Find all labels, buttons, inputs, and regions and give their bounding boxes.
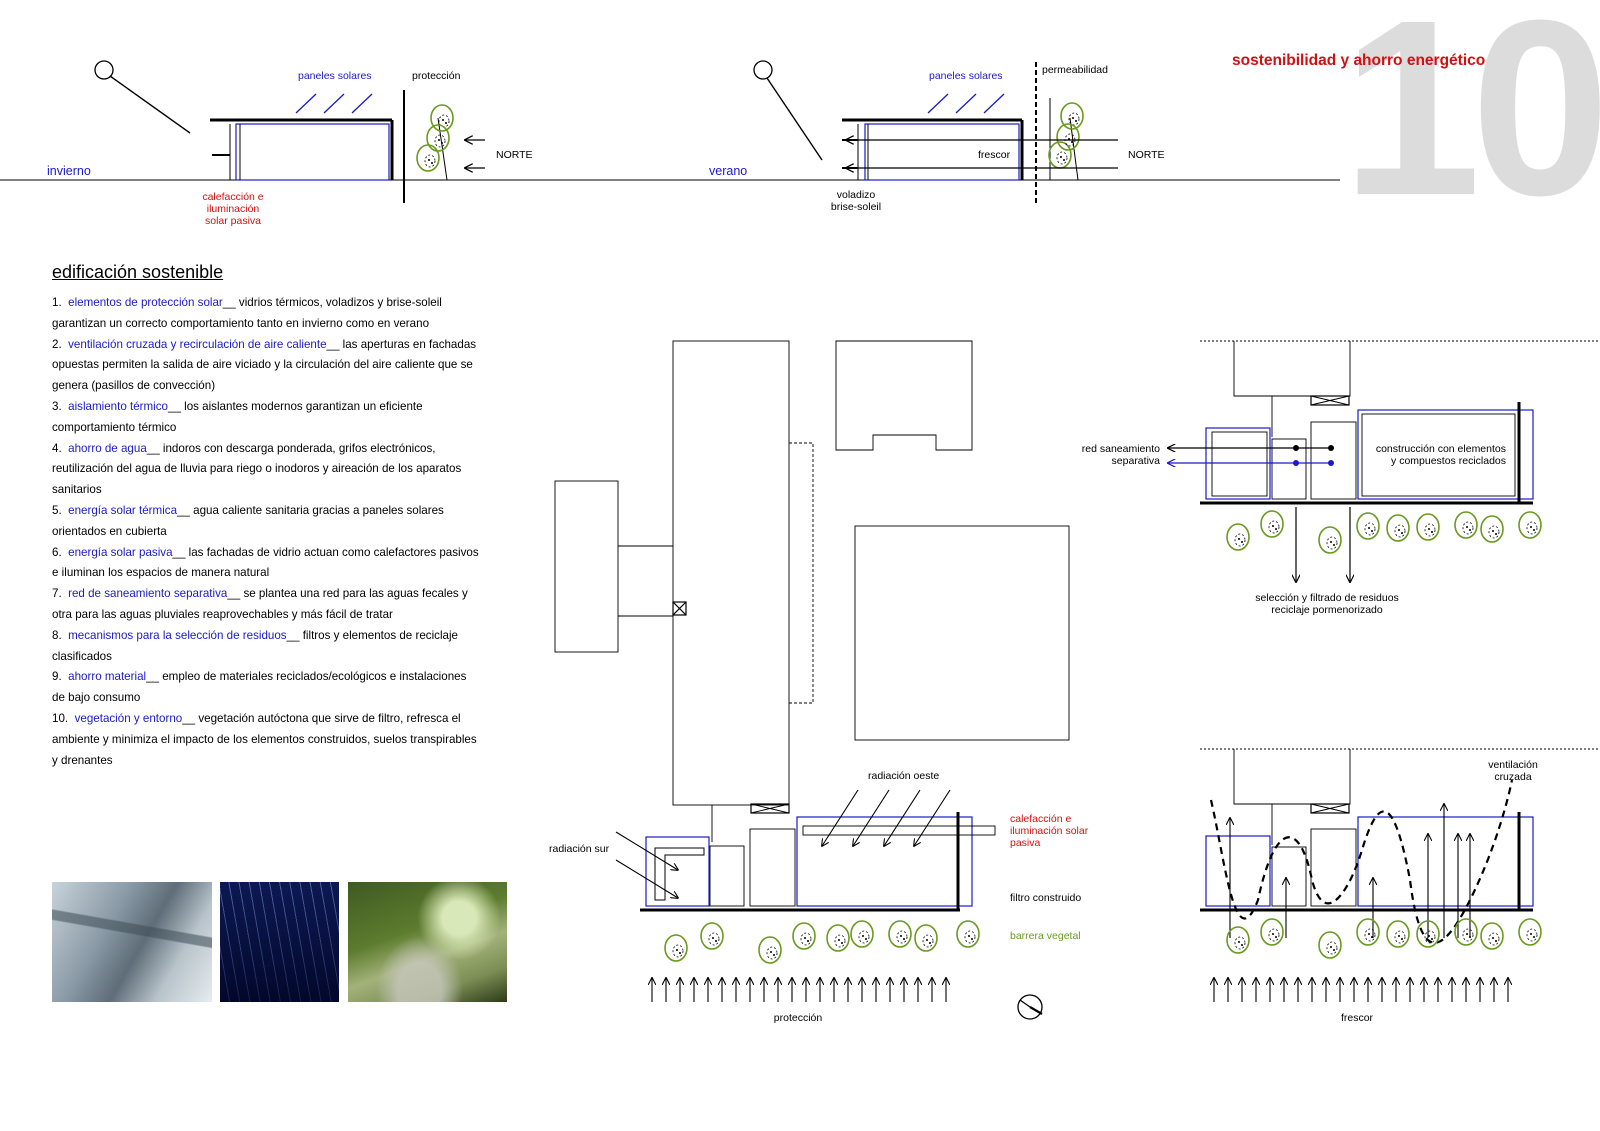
- waste-label-2: reciclaje pormenorizado: [1271, 604, 1383, 616]
- cool-label: frescor: [978, 149, 1011, 161]
- sheet-number: 10: [1341, 0, 1600, 247]
- cross-ventilation-label-1: ventilación: [1488, 759, 1538, 771]
- heating-label-2: iluminación: [207, 203, 260, 215]
- glass-facade: [864, 123, 1020, 181]
- passive-heating-label-3: pasiva: [1010, 837, 1041, 849]
- built-filter-label: filtro construido: [1010, 892, 1081, 904]
- list-item: 9. ahorro material__ empleo de materiale…: [52, 670, 467, 705]
- glass-facade: [235, 123, 390, 181]
- north-label: NORTE: [1128, 149, 1165, 161]
- permeability-label: permeabilidad: [1042, 64, 1108, 76]
- glass-canopy-photo: [52, 882, 212, 1002]
- cool-label: frescor: [1341, 1012, 1374, 1024]
- tree-icon: [416, 104, 454, 181]
- protection-label: protección: [412, 70, 461, 82]
- solar-panels: [295, 93, 373, 114]
- courtyard-block: [854, 525, 1070, 741]
- compass-icon: [1017, 994, 1043, 1020]
- principles-list: 1. elementos de protección solar__ vidri…: [52, 293, 482, 771]
- site-plan: [554, 340, 1070, 912]
- protection-arrows: [652, 978, 946, 1002]
- solar-panels: [927, 93, 1005, 114]
- overhang-label-1: voladizo: [837, 189, 876, 201]
- season-label: invierno: [47, 164, 91, 178]
- south-radiation-label: radiación sur: [549, 843, 610, 855]
- drainage-label-1: red saneamiento: [1082, 443, 1160, 455]
- list-item: 7. red de saneamiento separativa__ se pl…: [52, 587, 468, 621]
- overhang-label-2: brise-soleil: [831, 201, 881, 213]
- drainage-lines: [1168, 445, 1350, 582]
- vegetation-upper: [1226, 510, 1542, 554]
- list-item: 8. mecanismos para la selección de resid…: [52, 628, 459, 663]
- sheet-title: sostenibilidad y ahorro energético: [1232, 52, 1486, 69]
- list-item: 10. vegetación y entorno__ vegetación au…: [52, 711, 477, 767]
- winter-section: invierno paneles solares protección NORT…: [0, 60, 700, 227]
- list-item: 1. elementos de protección solar__ vidri…: [52, 296, 442, 330]
- vegetation-barrier: [664, 920, 980, 964]
- forest-stream-photo: [348, 882, 507, 1002]
- sun-ray: [109, 75, 191, 134]
- list-item: 2. ventilación cruzada y recirculación d…: [52, 337, 477, 393]
- detail-upper: [1200, 340, 1600, 505]
- protection-label: protección: [774, 1012, 823, 1024]
- solar-panels-photo: [220, 882, 339, 1002]
- summer-section: verano paneles solares permeabilidad fre…: [700, 60, 1340, 213]
- passive-heating-label-1: calefacción e: [1010, 813, 1071, 825]
- sun-ray: [766, 77, 823, 161]
- list-item: 5. energía solar térmica__ agua caliente…: [52, 503, 444, 538]
- sun-icon: [753, 60, 773, 80]
- list-item: 4. ahorro de agua__ indoros con descarga…: [52, 441, 462, 497]
- vegetation-lower: [1226, 918, 1542, 959]
- annex-block: [554, 480, 619, 653]
- list-item: 3. aislamiento térmico__ los aislantes m…: [52, 399, 423, 434]
- main-block: [672, 340, 790, 806]
- waste-label-1: selección y filtrado de residuos: [1255, 592, 1399, 604]
- recycled-label-2: y compuestos reciclados: [1391, 455, 1506, 467]
- tree-icon: [1048, 102, 1084, 181]
- site-plan-arrows: [615, 789, 951, 898]
- recycled-label-1: construcción con elementos: [1376, 443, 1506, 455]
- passive-heating-label-2: iluminación solar: [1010, 825, 1089, 837]
- north-block: [835, 340, 973, 451]
- ventilation-arrows: [1230, 804, 1470, 938]
- list-item: 6. energía solar pasiva__ las fachadas d…: [52, 545, 479, 580]
- season-label: verano: [709, 164, 747, 178]
- north-label: NORTE: [496, 149, 533, 161]
- sun-icon: [94, 60, 114, 80]
- west-radiation-label: radiación oeste: [868, 770, 939, 782]
- panels-label: paneles solares: [929, 70, 1003, 82]
- detail-lower: [1200, 748, 1600, 944]
- cross-ventilation-label-2: cruzada: [1494, 771, 1532, 783]
- drainage-label-2: separativa: [1112, 455, 1161, 467]
- cool-air-arrows: [1214, 978, 1508, 1002]
- heating-label-3: solar pasiva: [205, 215, 261, 227]
- heating-label-1: calefacción e: [202, 191, 263, 203]
- section-heading: edificación sostenible: [52, 262, 224, 282]
- green-barrier-label: barrera vegetal: [1010, 930, 1081, 942]
- panels-label: paneles solares: [298, 70, 372, 82]
